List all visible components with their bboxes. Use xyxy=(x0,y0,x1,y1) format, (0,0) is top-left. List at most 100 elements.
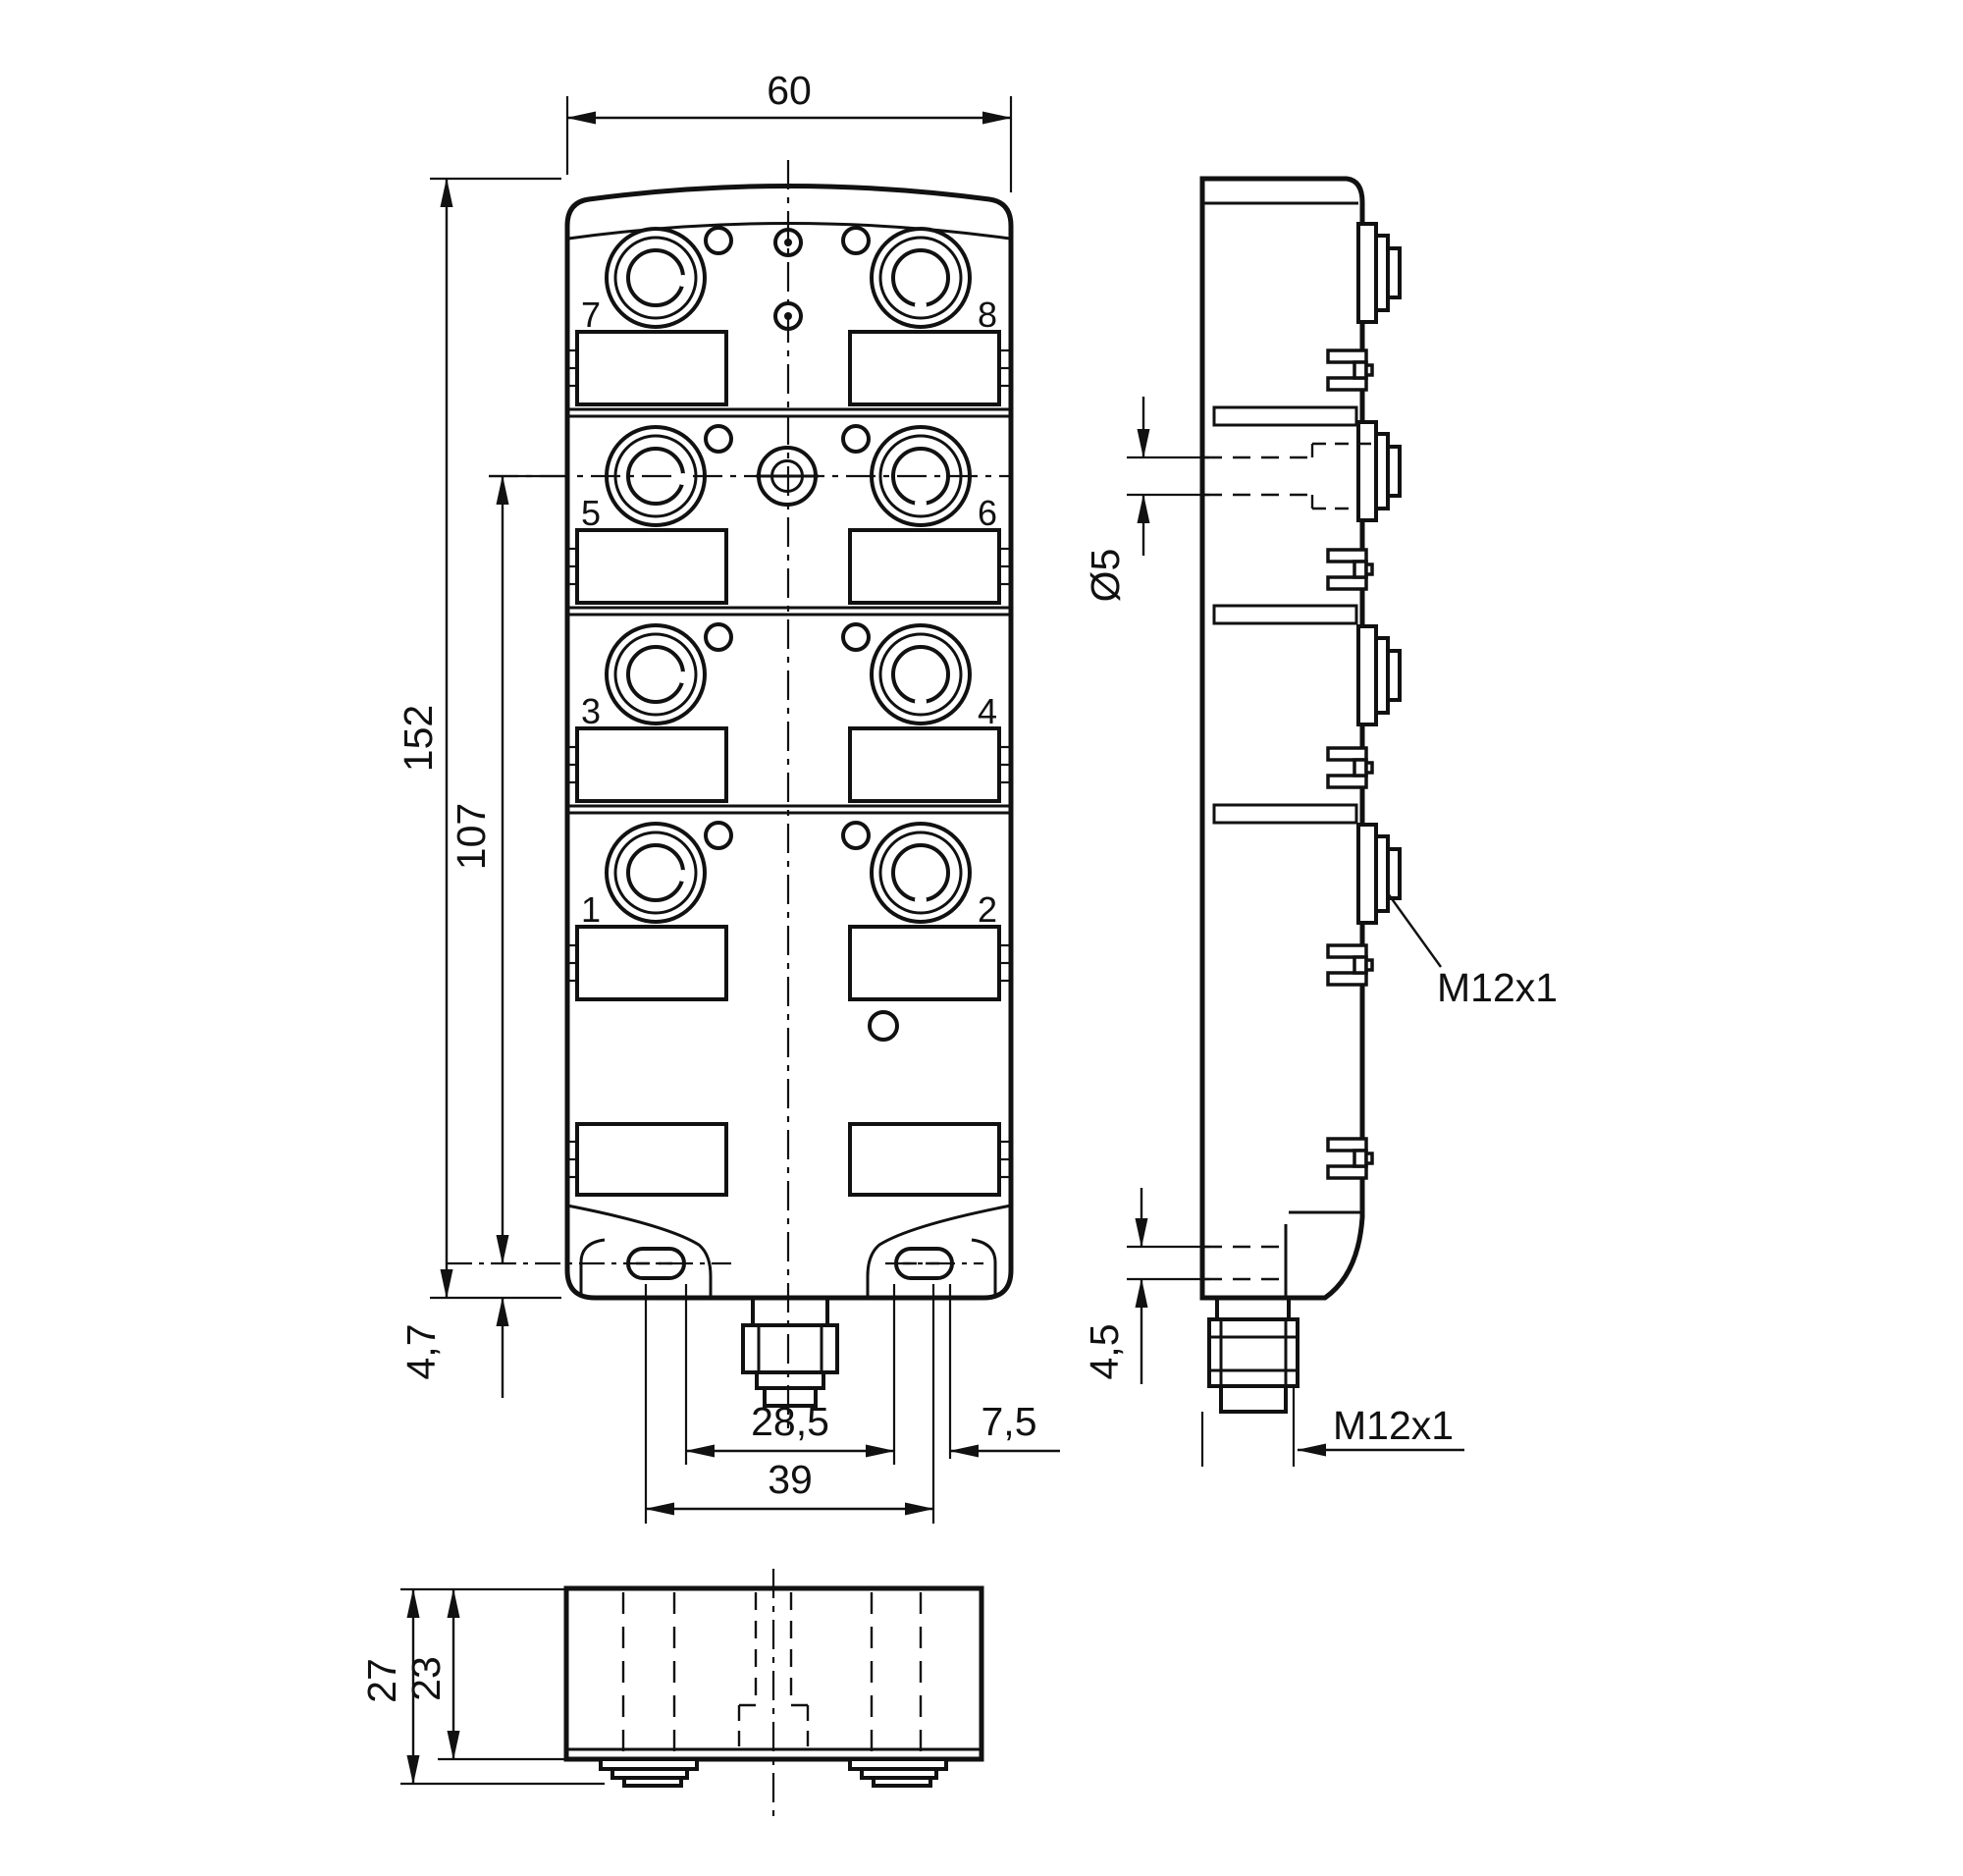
row-separators xyxy=(567,407,1011,815)
bottom-hidden-edges xyxy=(621,1592,923,1753)
port-row-5-6: 5 6 xyxy=(567,424,1011,605)
port-number: 6 xyxy=(978,493,997,533)
label-field xyxy=(848,330,1001,406)
label-field xyxy=(575,1122,728,1197)
hidden-bore-lines xyxy=(1204,442,1374,510)
label-ticks xyxy=(999,943,1011,983)
dim-hole-offset-4-5: 4,5 xyxy=(1082,1188,1209,1384)
label-field xyxy=(575,330,728,406)
m12-socket-4: 4 xyxy=(841,622,1011,803)
dim-label: 107 xyxy=(449,803,494,870)
port-number: 3 xyxy=(581,691,601,731)
label-ticks xyxy=(999,547,1011,586)
dim-depth-27: 27 xyxy=(359,1587,605,1786)
port-number: 1 xyxy=(581,889,601,930)
port-number: 8 xyxy=(978,295,997,335)
port-row-1-2: 1 2 xyxy=(567,821,1011,1001)
diagnostic-led xyxy=(868,1010,899,1042)
dim-label: 23 xyxy=(403,1656,449,1701)
m12-socket-6: 6 xyxy=(841,424,1011,605)
dim-slot-width-7-5: 7,5 xyxy=(948,1284,1060,1459)
label-field xyxy=(848,528,1001,605)
dim-slot-inner-28-5: 28,5 xyxy=(684,1284,896,1465)
dim-slot-offset-4-7: 4,7 xyxy=(398,1297,509,1398)
label-field xyxy=(575,528,728,605)
led-port-8 xyxy=(841,226,871,255)
led-port-2 xyxy=(841,821,871,850)
led-port-1 xyxy=(704,821,733,850)
connector-bump xyxy=(1356,420,1402,522)
port-number: 7 xyxy=(581,295,601,335)
led-port-6 xyxy=(841,424,871,454)
dim-gland-thread: M12x1 xyxy=(1200,1386,1464,1467)
front-view: 7 8 5 xyxy=(396,68,1060,1524)
dim-label: 60 xyxy=(767,68,812,113)
cable-gland-side xyxy=(1207,1296,1300,1414)
m12-socket-8: 8 xyxy=(841,226,1011,406)
label-ticks xyxy=(999,745,1011,784)
side-view: Ø5 4,5 M12x1 M1 xyxy=(1082,176,1558,1467)
side-label-slots xyxy=(1212,405,1358,825)
clip xyxy=(1326,1137,1374,1180)
side-housing-outline xyxy=(1199,176,1365,1301)
bottom-feet xyxy=(599,1757,948,1788)
dim-width-60: 60 xyxy=(565,68,1013,192)
side-retaining-clips xyxy=(1326,348,1374,1180)
port-number: 4 xyxy=(978,691,997,731)
dim-label: 39 xyxy=(768,1457,813,1502)
mounting-feet xyxy=(447,1204,1012,1296)
label-ticks xyxy=(567,1140,577,1179)
clip xyxy=(1326,746,1374,789)
dim-depth-23: 23 xyxy=(403,1588,566,1761)
connector-bump xyxy=(1356,823,1402,925)
clip xyxy=(1326,348,1374,392)
led-port-4 xyxy=(841,622,871,652)
port-row-7-8: 7 8 xyxy=(567,226,1011,406)
label-ticks xyxy=(999,1140,1011,1179)
label-ticks xyxy=(567,348,577,388)
label-field xyxy=(848,726,1001,803)
label-ticks xyxy=(567,943,577,983)
m12-socket-3: 3 xyxy=(567,622,733,803)
label-connector-thread: M12x1 xyxy=(1387,892,1558,1010)
front-housing-outline xyxy=(564,184,1014,1301)
m12-socket-5: 5 xyxy=(567,424,733,605)
port-number: 5 xyxy=(581,493,601,533)
hidden-mounting-hole xyxy=(1204,1245,1284,1281)
dim-label: 152 xyxy=(396,705,441,772)
dim-label: 28,5 xyxy=(751,1399,829,1444)
label-ticks xyxy=(999,348,1011,388)
port-row-3-4: 3 4 xyxy=(567,622,1011,803)
dim-label: Ø5 xyxy=(1083,549,1128,603)
dim-label: 4,5 xyxy=(1082,1324,1127,1380)
side-connector-bumps xyxy=(1356,222,1402,925)
led-port-7 xyxy=(704,226,733,255)
dim-label: 27 xyxy=(359,1658,404,1703)
label-field xyxy=(848,925,1001,1001)
foot xyxy=(599,1757,699,1788)
spare-label-row xyxy=(567,1122,1011,1197)
clip xyxy=(1326,548,1374,591)
center-status-leds xyxy=(773,228,803,331)
dim-label: 7,5 xyxy=(982,1399,1037,1444)
led-port-3 xyxy=(704,622,733,652)
label-field xyxy=(848,1122,1001,1197)
label-field xyxy=(575,925,728,1001)
dim-slot-outer-39: 39 xyxy=(644,1284,935,1524)
center-mounting-screw xyxy=(756,446,819,507)
dim-height-152: 152 xyxy=(396,177,561,1300)
bottom-view: 27 23 xyxy=(359,1569,984,1816)
m12-socket-7: 7 xyxy=(567,226,733,406)
thread-label: M12x1 xyxy=(1437,965,1558,1010)
label-field xyxy=(575,726,728,803)
foot xyxy=(848,1757,948,1788)
connector-bump xyxy=(1356,222,1402,324)
dim-hole-dia-5: Ø5 xyxy=(1083,397,1209,602)
connector-bump xyxy=(1356,624,1402,726)
label-ticks xyxy=(567,547,577,586)
m12-socket-2: 2 xyxy=(841,821,1011,1001)
port-number: 2 xyxy=(978,889,997,930)
m12-socket-1: 1 xyxy=(567,821,733,1001)
